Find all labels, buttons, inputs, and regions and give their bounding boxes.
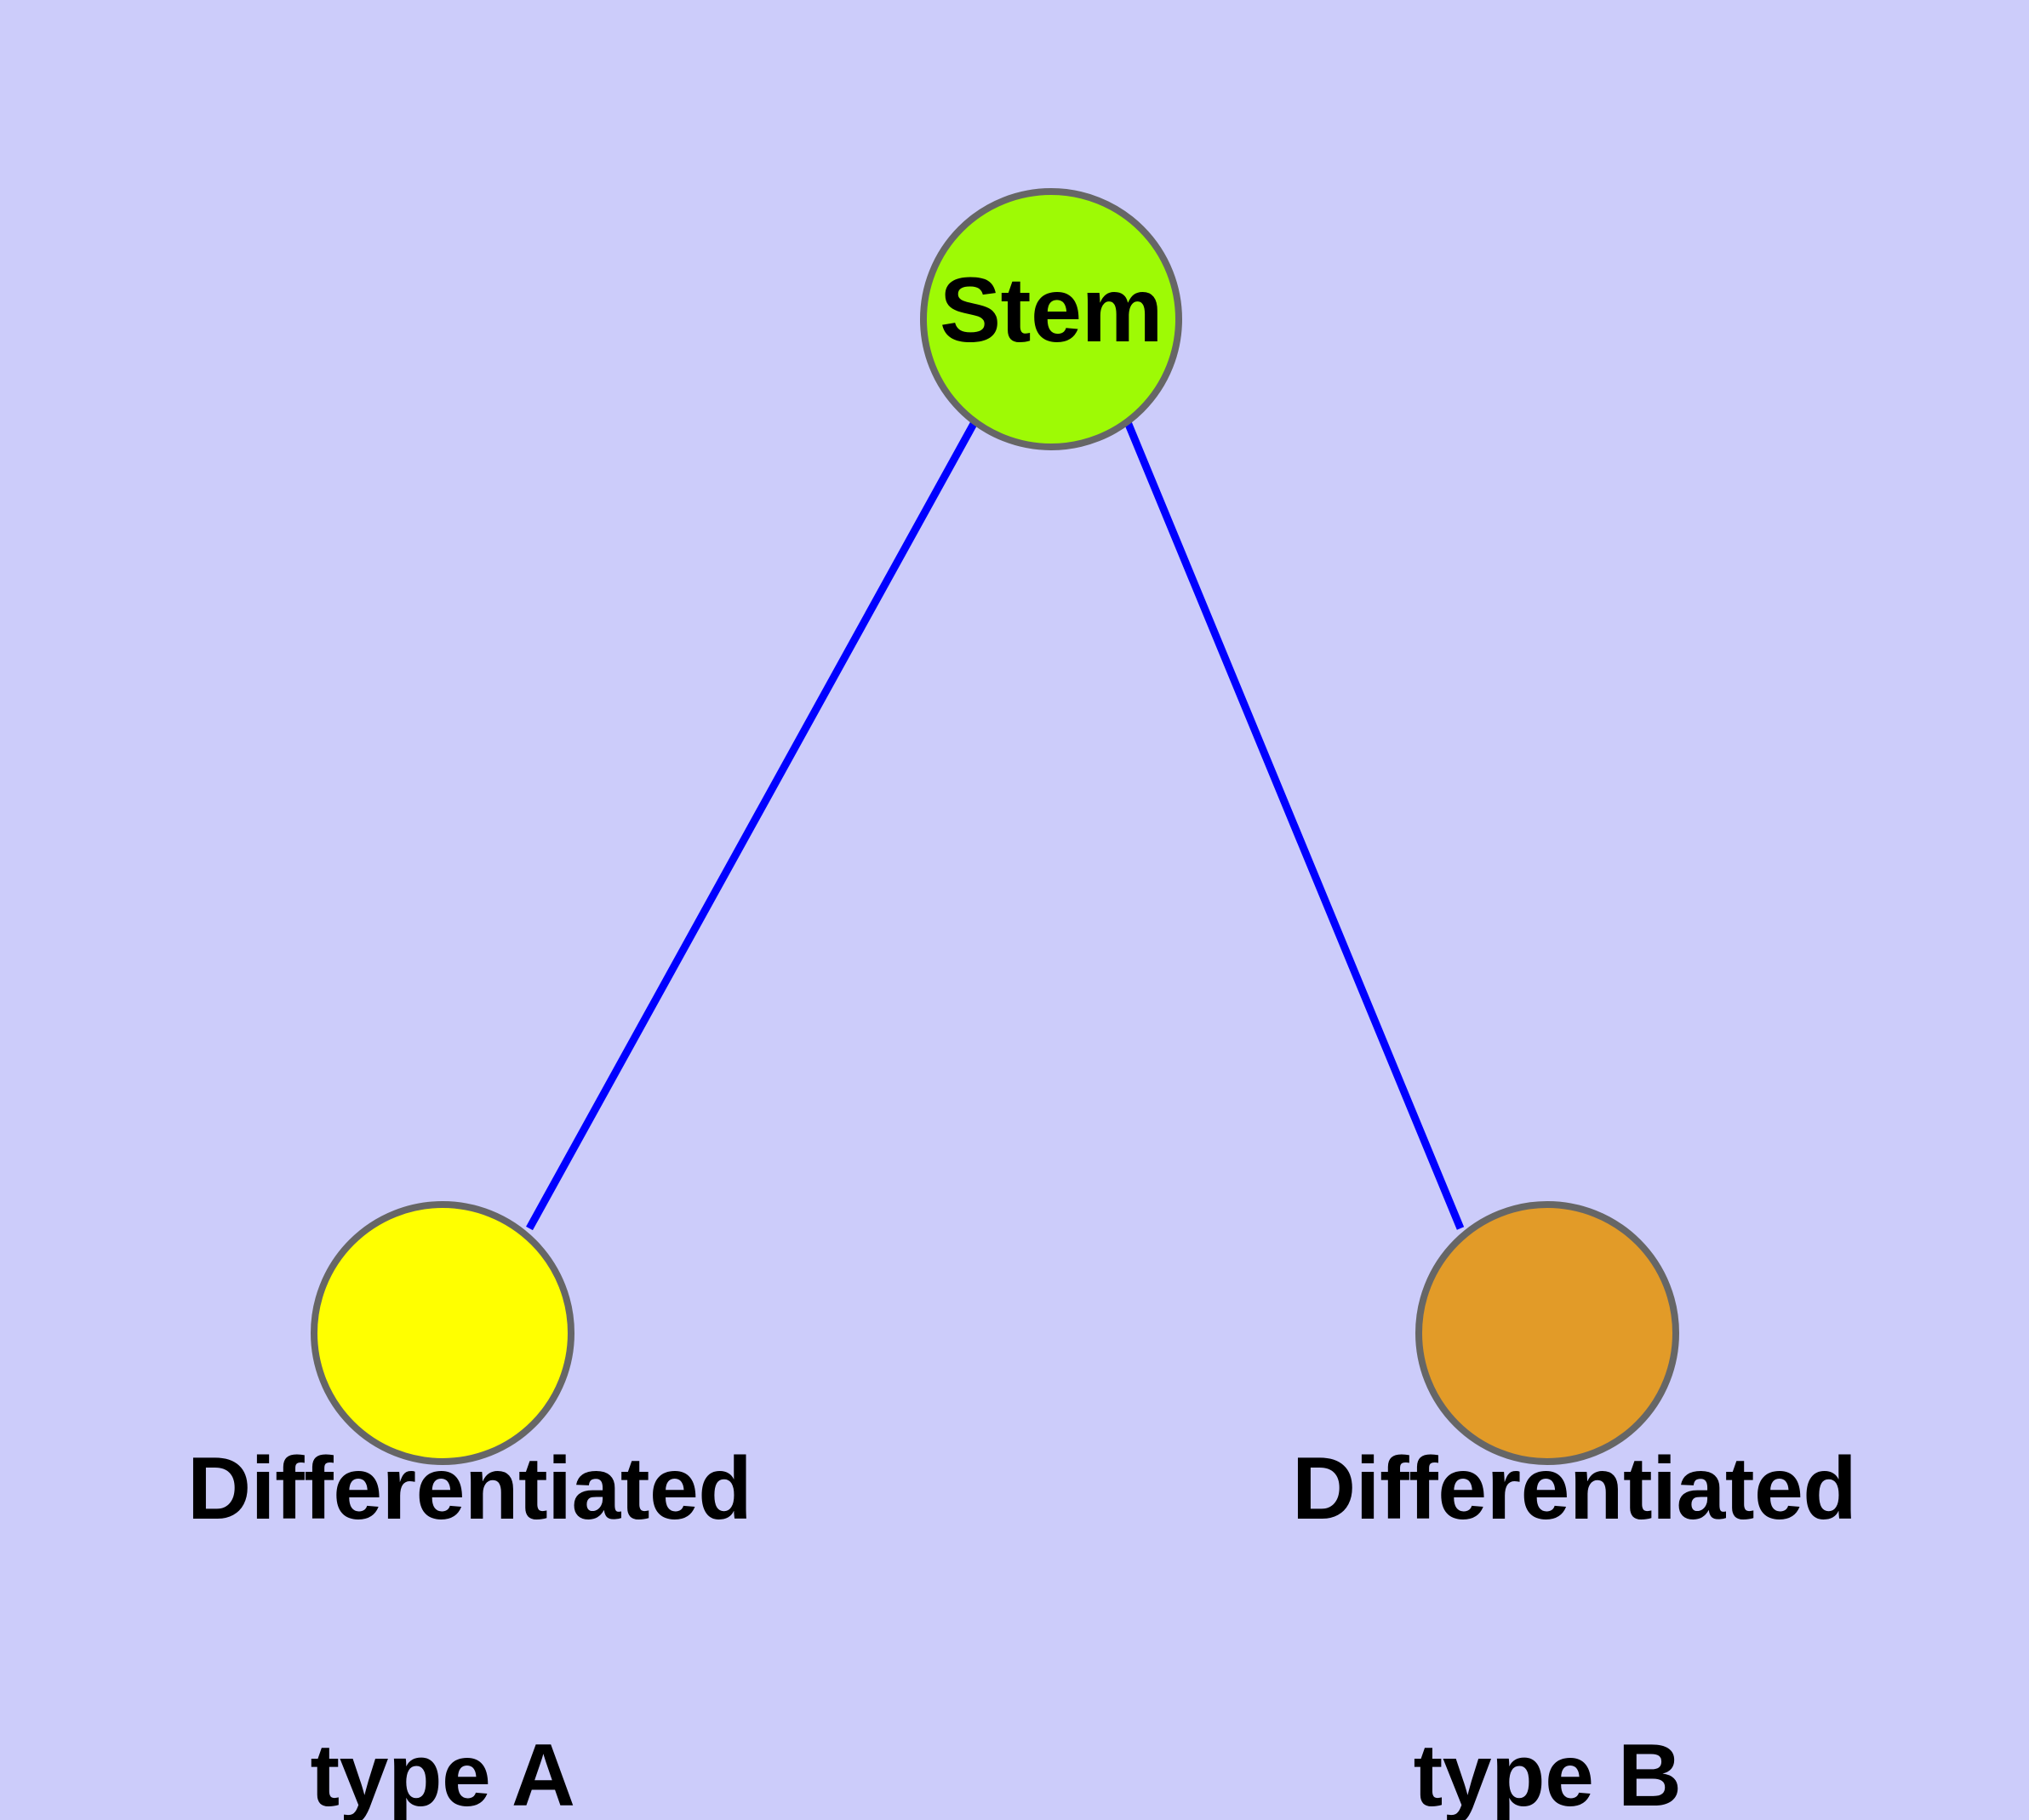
edge-stem-to-differentiated-type-a[interactable] [526,420,978,1231]
edge-stem-to-differentiated-type-b[interactable] [1123,421,1465,1230]
edge-layer [526,420,1465,1231]
node-differentiated-type-b[interactable] [1415,1201,1679,1465]
node-stem[interactable] [920,188,1182,450]
node-differentiated-type-a[interactable] [311,1201,574,1465]
node-layer [311,188,1679,1465]
